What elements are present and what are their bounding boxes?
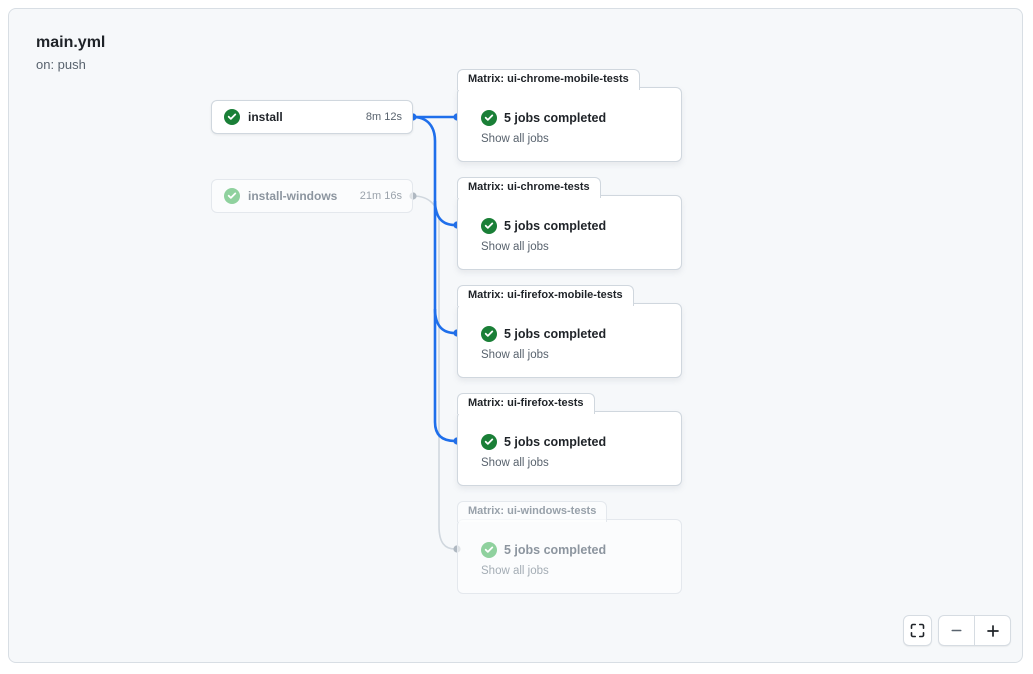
job-label: install-windows [248,189,338,203]
matrix-tab[interactable]: Matrix: ui-chrome-tests [457,177,601,198]
job-duration: 8m 12s [365,111,402,123]
show-all-jobs-link[interactable]: Show all jobs [481,241,549,253]
check-circle-icon [481,218,497,234]
matrix-summary-row: 5 jobs completed [481,326,606,342]
job-label: install [248,110,283,124]
check-circle-icon [481,110,497,126]
show-all-jobs-link[interactable]: Show all jobs [481,349,549,361]
matrix-card[interactable]: 5 jobs completed Show all jobs [457,87,682,162]
matrix-tab[interactable]: Matrix: ui-firefox-tests [457,393,595,414]
zoom-in-button[interactable] [975,616,1010,645]
edge-install-to-firefox-mobile [433,308,456,335]
matrix-card[interactable]: 5 jobs completed Show all jobs [457,411,682,486]
matrix-summary-row: 5 jobs completed [481,110,606,126]
fullscreen-button[interactable] [903,615,932,646]
edge-install-trunk [412,115,456,443]
matrix-card[interactable]: 5 jobs completed Show all jobs [457,195,682,270]
show-all-jobs-link[interactable]: Show all jobs [481,133,549,145]
matrix-card[interactable]: 5 jobs completed Show all jobs [457,303,682,378]
check-circle-icon [224,109,240,125]
check-circle-icon [481,434,497,450]
workflow-header: main.yml on: push [36,33,105,74]
edge-install-windows-to-windows-tests [412,195,456,550]
jobs-completed-text: 5 jobs completed [504,111,607,125]
plus-icon [986,624,999,637]
jobs-completed-text: 5 jobs completed [504,327,607,341]
matrix-tab[interactable]: Matrix: ui-windows-tests [457,501,608,522]
edge-install-to-chrome-tests [433,200,456,227]
show-all-jobs-link[interactable]: Show all jobs [481,565,549,577]
workflow-file-title: main.yml [36,34,106,51]
jobs-completed-text: 5 jobs completed [504,219,607,233]
zoom-controls [938,615,1011,646]
workflow-canvas[interactable]: main.yml on: push install 8m 12s inst [8,8,1023,663]
matrix-summary-row: 5 jobs completed [481,218,606,234]
show-all-jobs-link[interactable]: Show all jobs [481,457,549,469]
check-circle-icon [481,542,497,558]
workflow-trigger: on: push [36,57,86,72]
matrix-summary-row: 5 jobs completed [481,542,606,558]
fullscreen-icon [910,623,925,638]
job-duration: 21m 16s [359,190,402,202]
zoom-out-button[interactable] [939,616,975,645]
jobs-completed-text: 5 jobs completed [504,435,607,449]
job-node-install-windows[interactable]: install-windows 21m 16s [211,179,413,213]
job-node-install[interactable]: install 8m 12s [211,100,413,134]
matrix-summary-row: 5 jobs completed [481,434,606,450]
matrix-tab[interactable]: Matrix: ui-firefox-mobile-tests [457,285,634,306]
matrix-card[interactable]: 5 jobs completed Show all jobs [457,519,682,594]
minus-icon [951,629,962,632]
check-circle-icon [224,188,240,204]
matrix-tab[interactable]: Matrix: ui-chrome-mobile-tests [457,69,640,90]
check-circle-icon [481,326,497,342]
jobs-completed-text: 5 jobs completed [504,543,607,557]
